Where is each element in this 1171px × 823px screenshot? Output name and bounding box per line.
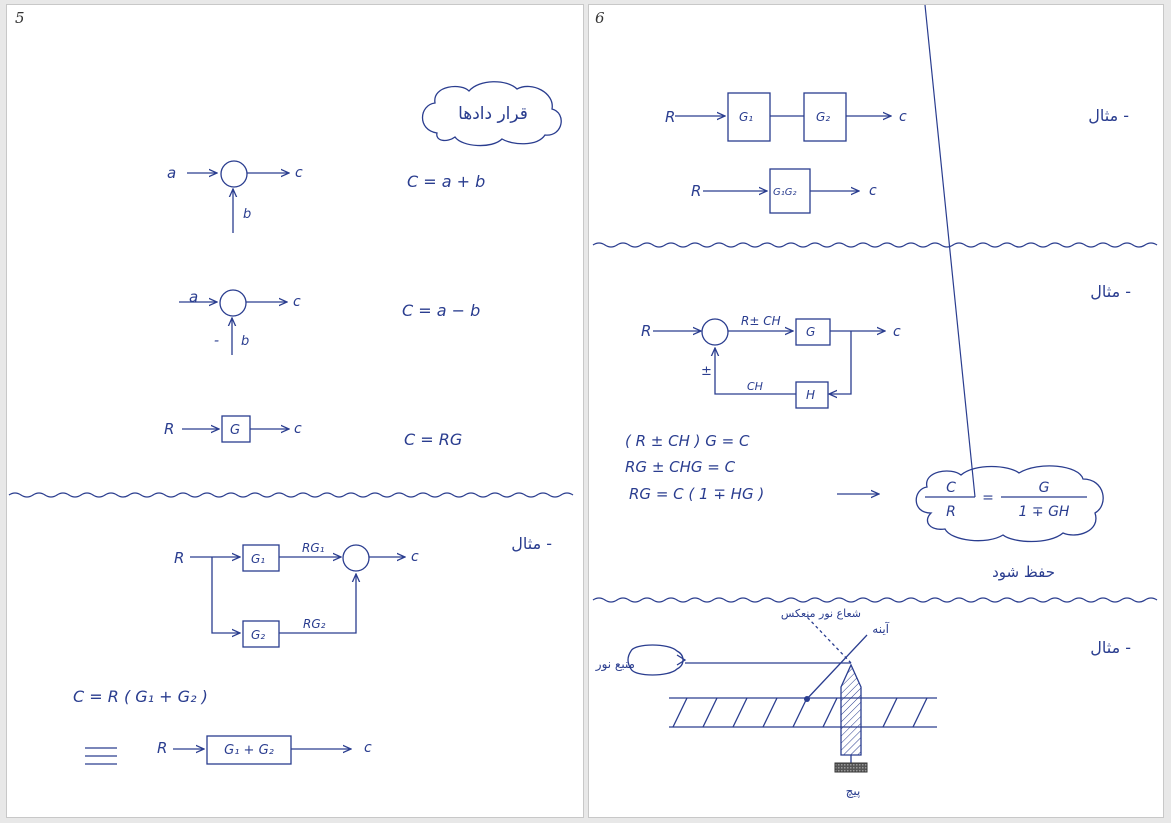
cloud-shape [915, 465, 1104, 543]
label-r: R [641, 322, 651, 340]
fraction-denominator: R [946, 504, 956, 520]
fraction-denominator: 1 ∓ GH [1019, 504, 1070, 520]
block-label: G₁G₂ [773, 187, 797, 198]
page-number: 5 [15, 9, 25, 27]
reflected-ray-label: شعاع نور منعکس [781, 607, 861, 620]
block-label: G [806, 325, 815, 339]
example-label: مثال - [1090, 282, 1131, 301]
screw-label: پیچ [846, 784, 861, 798]
label-c: c [293, 294, 301, 310]
fraction-numerator: G [1039, 480, 1050, 496]
pivot-point [804, 696, 810, 702]
mirror-label: آینه [872, 621, 889, 636]
block-label: G₁ [739, 110, 753, 124]
cloud-shape [421, 81, 562, 147]
label-a: a [189, 288, 198, 306]
equation: C = a − b [402, 301, 480, 320]
signal-label: RG₁ [302, 541, 325, 555]
label-minus: - [214, 333, 219, 349]
block-label: G₂ [251, 628, 265, 642]
equation: RG ± CHG = C [625, 458, 736, 476]
label-a: a [167, 164, 176, 182]
label-c: c [364, 740, 372, 756]
page-5-diagrams: قرار دادها a c b C = a + b a c - b C = a… [8, 81, 574, 765]
equation: C = a + b [407, 172, 485, 191]
separator [8, 492, 574, 498]
screw-base [834, 762, 868, 773]
summing-junction [342, 544, 370, 572]
equation: ( R ± CH ) G = C [625, 432, 750, 450]
label-pm: ± [701, 364, 712, 379]
example-label: مثال - [511, 534, 552, 553]
page-6-diagrams: مثال - R G₁ G₂ c R G₁G₂ c مثال - R R± CH… [592, 5, 1158, 798]
memorize-note: حفظ شود [992, 563, 1055, 581]
fraction-equals: = [982, 490, 994, 506]
block-label: G [230, 423, 240, 438]
label-r: R [164, 420, 174, 438]
signal-label: CH [747, 380, 763, 393]
block-g2 [242, 620, 280, 648]
label-r: R [157, 739, 167, 757]
summing-junction [701, 318, 729, 346]
block-h [795, 381, 829, 409]
page-number: 6 [595, 9, 605, 27]
label-r: R [665, 108, 675, 126]
label-c: c [869, 183, 877, 199]
equation: C = RG [404, 430, 462, 449]
screw [840, 663, 862, 756]
label-b: b [243, 207, 251, 222]
block-label: G₁ + G₂ [224, 743, 274, 758]
block-label: G₂ [816, 110, 830, 124]
block-g [795, 318, 831, 346]
label-c: c [893, 324, 901, 340]
cloud-title: قرار دادها [458, 104, 528, 124]
separator [592, 597, 1158, 603]
light-source-label: منبع نور [595, 657, 635, 672]
label-r: R [174, 549, 184, 567]
block-label: H [806, 388, 815, 402]
summing-junction [219, 289, 247, 317]
separator [592, 242, 1158, 248]
block-label: G₁ [251, 552, 265, 566]
block-g2 [803, 92, 847, 142]
summing-junction [220, 160, 248, 188]
label-c: c [295, 165, 303, 181]
hatching [672, 697, 928, 728]
block-g1 [242, 544, 280, 572]
equation: C = R ( G₁ + G₂ ) [73, 687, 208, 706]
signal-label: R± CH [741, 314, 781, 328]
label-r: R [691, 182, 701, 200]
label-c: c [411, 549, 419, 565]
label-b: b [241, 334, 249, 349]
label-c: c [899, 109, 907, 125]
page-5: 5 [6, 4, 584, 818]
label-c: c [294, 421, 302, 437]
page-6: 6 [588, 4, 1164, 818]
signal-label: RG₂ [303, 617, 326, 631]
equation: RG = C ( 1 ∓ HG ) [629, 485, 764, 503]
example-label: مثال - [1090, 638, 1131, 657]
light-source [627, 644, 684, 676]
example-label: مثال - [1088, 106, 1129, 125]
block-g1 [727, 92, 771, 142]
block-g1-plus-g2 [206, 735, 292, 765]
fraction-numerator: C [946, 480, 956, 496]
